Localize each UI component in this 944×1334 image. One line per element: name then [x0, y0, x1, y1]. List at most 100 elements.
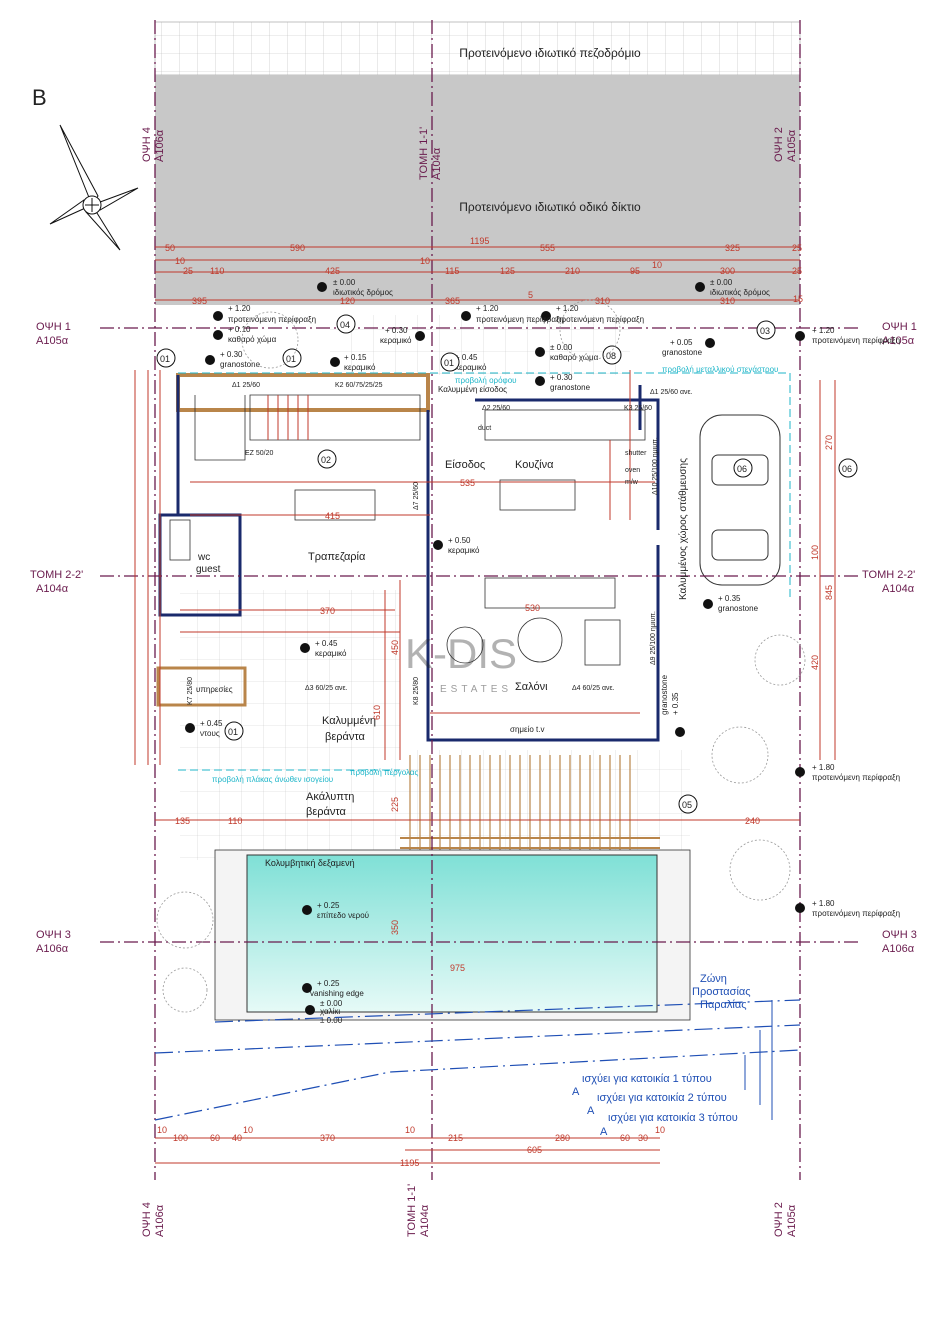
axis-ref: Α106α: [154, 1204, 166, 1237]
room-covered-veranda: βεράντα: [325, 731, 366, 743]
dim-label: 25: [183, 266, 193, 276]
dim-label: 210: [565, 266, 580, 276]
dim-label: 370: [320, 606, 335, 616]
level-value: + 1.80: [812, 763, 835, 772]
level-value: + 0.25: [317, 979, 340, 988]
dim-label: 10: [652, 260, 662, 270]
callout-tag: 06: [842, 464, 852, 474]
axis-ref: Α106α: [882, 943, 915, 955]
dim-label: 590: [290, 243, 305, 253]
level-label: προτεινόμενη περίφραξη: [812, 773, 900, 782]
dim-label: 10: [243, 1125, 253, 1135]
duct-label: duct: [478, 425, 491, 432]
dim-label: 415: [325, 511, 340, 521]
dim-label: 365: [445, 296, 460, 306]
level-label: χαλίκι: [320, 1007, 340, 1016]
window-tag: Κ8 25/80: [413, 677, 420, 705]
axis-ref: Α104α: [419, 1204, 431, 1237]
level-value: ± 0.00: [710, 278, 733, 287]
projection-label: προβολή ορόφου: [455, 376, 517, 385]
projection-label: προβολή πέργολας: [350, 768, 419, 777]
axis-label-opsi3: ΟΨΗ 3: [36, 929, 71, 941]
level-value: + 0.30: [220, 350, 243, 359]
axis-label-opsi1: ΟΨΗ 1: [36, 321, 71, 333]
coastal-note: ισχύει για κατοικία 2 τύπου: [597, 1092, 727, 1104]
dim-label: 370: [320, 1133, 335, 1143]
level-value: ± 0.00: [333, 278, 356, 287]
oven-label: oven: [625, 467, 640, 474]
tree-icons: [156, 299, 806, 1013]
level-label: επίπεδο νερού: [317, 911, 369, 920]
callout-tag: 06: [737, 464, 747, 474]
dim-label: 25: [792, 243, 802, 253]
level-value: + 1.80: [812, 899, 835, 908]
dim-label: 10: [175, 256, 185, 266]
dim-label: 215: [448, 1133, 463, 1143]
level-value: + 0.30: [385, 326, 408, 335]
level-markers: [185, 282, 805, 1015]
axis-ref: Α106α: [154, 129, 166, 162]
room-kitchen: Κουζίνα: [515, 459, 554, 471]
window-tag: Δ7 25/60: [413, 482, 420, 510]
level-value: ± 0.00: [320, 1016, 343, 1025]
projection-lines: [178, 372, 791, 771]
coastal-zone-label: Προστασίας: [692, 986, 751, 998]
level-label: προτεινόμενη περίφραξη: [228, 315, 316, 324]
axis-label-tomi11: ΤΟΜΗ 1-1': [418, 127, 430, 180]
level-label: κεραμικό: [344, 363, 376, 372]
watermark-logo: K-DIS: [405, 630, 517, 677]
level-value: ± 0.00: [550, 343, 573, 352]
room-open-veranda: βεράντα: [306, 806, 347, 818]
coastal-zone-lines: [154, 999, 801, 1121]
level-label: κεραμικό: [380, 336, 412, 345]
dim-label: 310: [595, 296, 610, 306]
level-value: + 1.20: [556, 304, 579, 313]
coastal-zone-label: Παραλίας: [700, 999, 747, 1011]
dim-label: 135: [175, 816, 190, 826]
axis-lines: [100, 20, 860, 1180]
axis-label-tomi22: ΤΟΜΗ 2-2': [30, 569, 83, 581]
callout-tag: 01: [228, 727, 238, 737]
room-pool: Κολυμβητική δεξαμενή: [265, 858, 355, 868]
axis-ref: Α105α: [882, 335, 915, 347]
coastal-arrows: [744, 1000, 773, 1120]
dim-label: 60: [620, 1133, 630, 1143]
level-label: προτεινόμενη περίφραξη: [476, 315, 564, 324]
dim-label: 100: [810, 545, 820, 560]
road-label: Προτεινόμενο ιδιωτικό οδικό δίκτιο: [459, 200, 641, 214]
dim-label: 110: [210, 266, 224, 276]
dim-label: 125: [500, 266, 515, 276]
room-dining: Τραπεζαρία: [308, 551, 366, 563]
dim-label: 50: [165, 243, 175, 253]
shutter-label: shutter: [625, 450, 647, 457]
dim-label: 30: [638, 1133, 648, 1143]
dim-label: 845: [824, 585, 834, 600]
dim-label: 280: [555, 1133, 570, 1143]
axis-label-opsi2: ΟΨΗ 2: [773, 127, 785, 162]
dim-label: 395: [192, 296, 207, 306]
level-value: ± 0.00: [320, 999, 343, 1008]
projection-label: προβολή μεταλλικού στεγάστρου: [662, 365, 778, 374]
dim-label: 350: [390, 920, 400, 935]
coastal-note: ισχύει για κατοικία 3 τύπου: [608, 1112, 738, 1124]
dim-label: 605: [527, 1145, 542, 1155]
room-covered-entrance: Καλυμμένη είσοδος: [438, 385, 507, 394]
coastal-zone-label: Ζώνη: [700, 973, 727, 985]
axis-ref: Α105α: [786, 1204, 798, 1237]
projection-label: προβολή πλάκας άνωθεν ισογείου: [212, 775, 333, 784]
entrance-tiles: [330, 315, 630, 375]
room-covered-veranda: Καλυμμένη: [322, 715, 376, 727]
level-label: προτεινόμενη περίφραξη: [812, 909, 900, 918]
dim-label: 535: [460, 478, 475, 488]
axis-label-opsi2: ΟΨΗ 2: [773, 1202, 785, 1237]
room-living: Σαλόνι: [515, 681, 548, 693]
level-label: granostone: [718, 604, 759, 613]
dim-label: 5: [528, 290, 533, 300]
room-wc: wc: [197, 552, 210, 563]
dim-label: 555: [540, 243, 555, 253]
mw-label: m/w: [625, 479, 639, 486]
coastal-marker: A: [587, 1105, 595, 1117]
window-tag: Δ1 25/60 ανε.: [650, 389, 693, 396]
level-value: + 0.45: [315, 639, 338, 648]
level-value: + 0.10: [228, 325, 251, 334]
